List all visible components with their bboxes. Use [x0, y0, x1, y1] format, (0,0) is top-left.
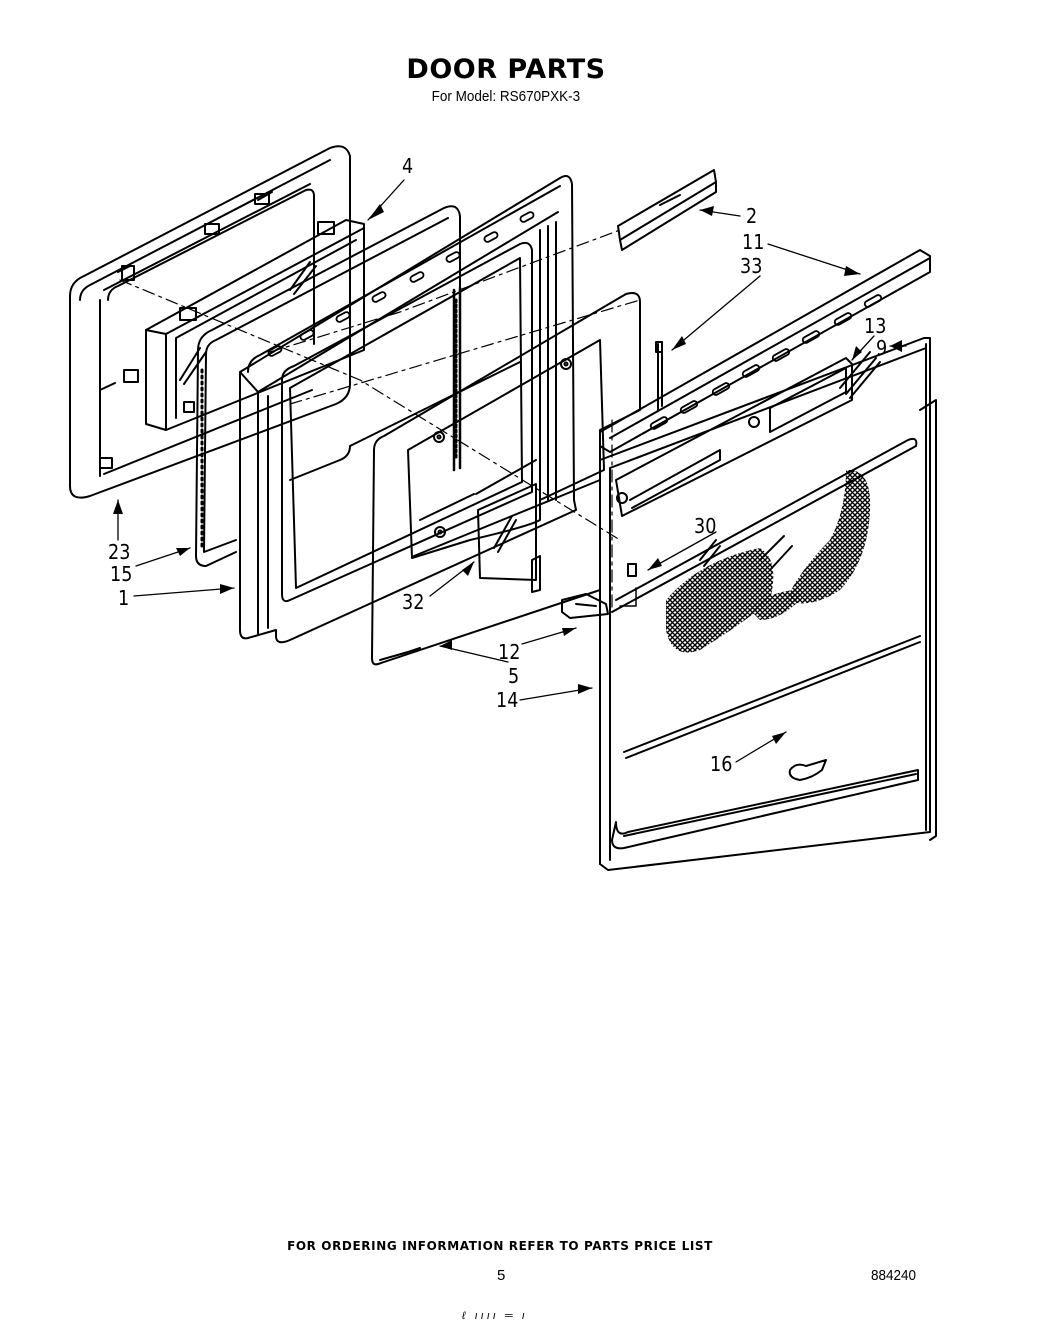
part-5-panel — [371, 292, 641, 666]
callout-23: 23 — [108, 540, 131, 564]
callout-30: 30 — [694, 514, 717, 538]
arrowheads — [113, 204, 902, 744]
callout-32: 32 — [402, 590, 425, 614]
part-33-clip — [655, 341, 663, 411]
bottom-scribble-mark: ℓ ıııı ═ ı — [462, 1310, 528, 1322]
part-15-gasket — [195, 205, 461, 567]
callout-11: 11 — [742, 230, 765, 254]
part-23-inner-liner — [69, 145, 351, 499]
ordering-info-note: FOR ORDERING INFORMATION REFER TO PARTS … — [287, 1239, 713, 1253]
page-title: DOOR PARTS — [406, 54, 606, 85]
part-9-outer-door — [599, 337, 937, 871]
callout-33: 33 — [740, 254, 763, 278]
callout-14: 14 — [496, 688, 519, 712]
callout-9: 9 — [876, 336, 888, 360]
part-12-hinge-bracket — [561, 593, 609, 619]
part-1-door-frame — [239, 175, 577, 644]
callout-1: 1 — [118, 586, 130, 610]
callout-5: 5 — [508, 664, 520, 688]
model-subtitle: For Model: RS670PXK-3 — [431, 88, 581, 105]
part-13-retainer — [615, 357, 853, 517]
document-number: 884240 — [871, 1267, 917, 1284]
mesh-window — [666, 469, 871, 653]
part-11-vent-trim — [599, 249, 931, 453]
callout-16: 16 — [710, 752, 733, 776]
callout-13: 13 — [864, 314, 887, 338]
callout-2: 2 — [746, 204, 758, 228]
part-2-channel — [617, 169, 717, 251]
part-16-badge — [788, 759, 827, 781]
callout-4: 4 — [402, 154, 414, 178]
alignment-lines — [119, 229, 641, 611]
part-4-glass-pack — [145, 219, 365, 431]
callout-12: 12 — [498, 640, 521, 664]
part-30-clip — [627, 563, 637, 577]
page-number: 5 — [497, 1267, 506, 1284]
callout-15: 15 — [110, 562, 133, 586]
